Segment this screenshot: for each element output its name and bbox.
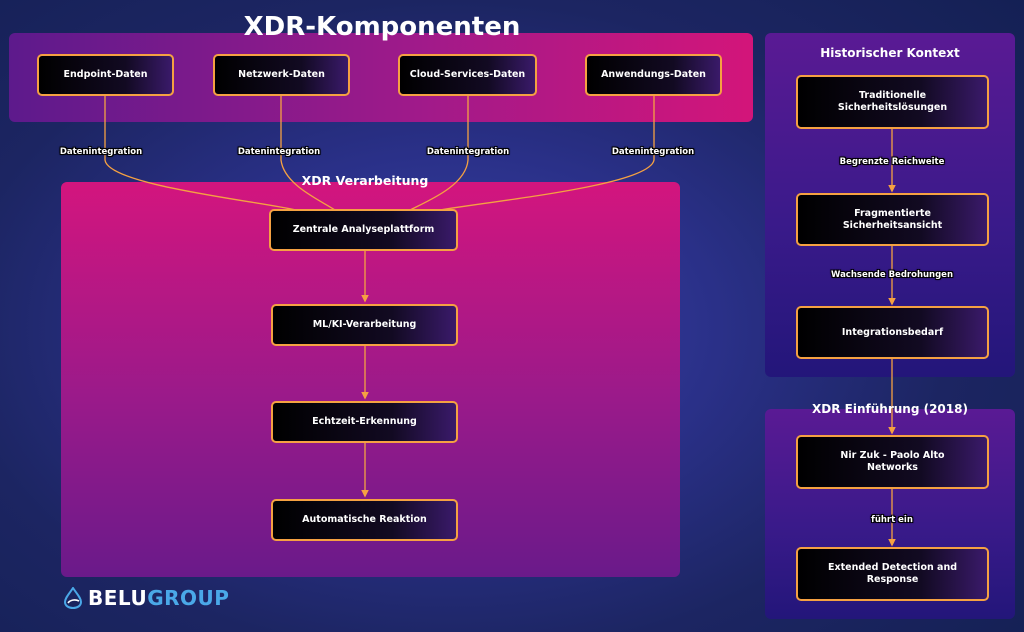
main-title: XDR-Komponenten (243, 12, 521, 42)
ml-ai-processing-node: ML/KI-Verarbeitung (271, 304, 458, 346)
traditional-security-node: Traditionelle Sicherheitslösungen (796, 75, 989, 129)
history-title: Historischer Kontext (820, 46, 960, 60)
introduction-title: XDR Einführung (2018) (812, 402, 968, 416)
application-data-node: Anwendungs-Daten (585, 54, 722, 96)
integration-need-node: Integrationsbedarf (796, 306, 989, 359)
central-analysis-platform-node: Zentrale Analyseplattform (269, 209, 458, 251)
logo-text-belu: BELU (88, 586, 148, 610)
nir-zuk-node: Nir Zuk - Paolo Alto Networks (796, 435, 989, 489)
network-data-node: Netzwerk-Daten (213, 54, 350, 96)
edge-label-limited-reach: Begrenzte Reichweite (839, 157, 945, 167)
logo-text-group: GROUP (147, 586, 230, 610)
edge-cloud-to-platform (409, 96, 469, 211)
edge-endpoint-to-platform (104, 96, 297, 211)
edge-network-to-platform (280, 96, 336, 211)
extended-detection-response-node: Extended Detection and Response (796, 547, 989, 601)
edge-label-app: Datenintegration (611, 147, 695, 157)
logo-drop-icon (63, 587, 83, 609)
edge-app-to-platform (439, 96, 655, 211)
cloud-services-data-node: Cloud-Services-Daten (398, 54, 537, 96)
processing-title: XDR Verarbeitung (301, 173, 429, 188)
edge-label-endpoint: Datenintegration (59, 147, 143, 157)
automatic-response-node: Automatische Reaktion (271, 499, 458, 541)
edge-label-cloud: Datenintegration (426, 147, 510, 157)
edge-label-network: Datenintegration (237, 147, 321, 157)
edge-label-growing-threats: Wachsende Bedrohungen (831, 270, 953, 280)
endpoint-data-node: Endpoint-Daten (37, 54, 174, 96)
edge-label-introduces: führt ein (871, 515, 913, 525)
realtime-detection-node: Echtzeit-Erkennung (271, 401, 458, 443)
fragmented-view-node: Fragmentierte Sicherheitsansicht (796, 193, 989, 246)
